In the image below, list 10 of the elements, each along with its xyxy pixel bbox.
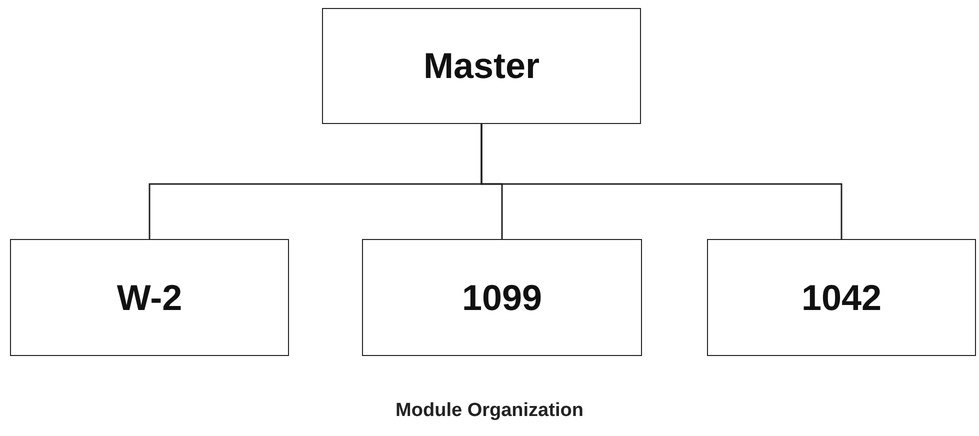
box-label: 1099 xyxy=(462,276,542,318)
caption: Module Organization xyxy=(396,400,584,421)
box-label: W-2 xyxy=(116,276,182,318)
box xyxy=(362,239,642,356)
box xyxy=(707,239,976,356)
box xyxy=(10,239,289,356)
box-label: 1042 xyxy=(801,276,882,318)
connector-line xyxy=(480,124,842,239)
box xyxy=(322,8,641,124)
box-label: Master xyxy=(423,45,540,87)
